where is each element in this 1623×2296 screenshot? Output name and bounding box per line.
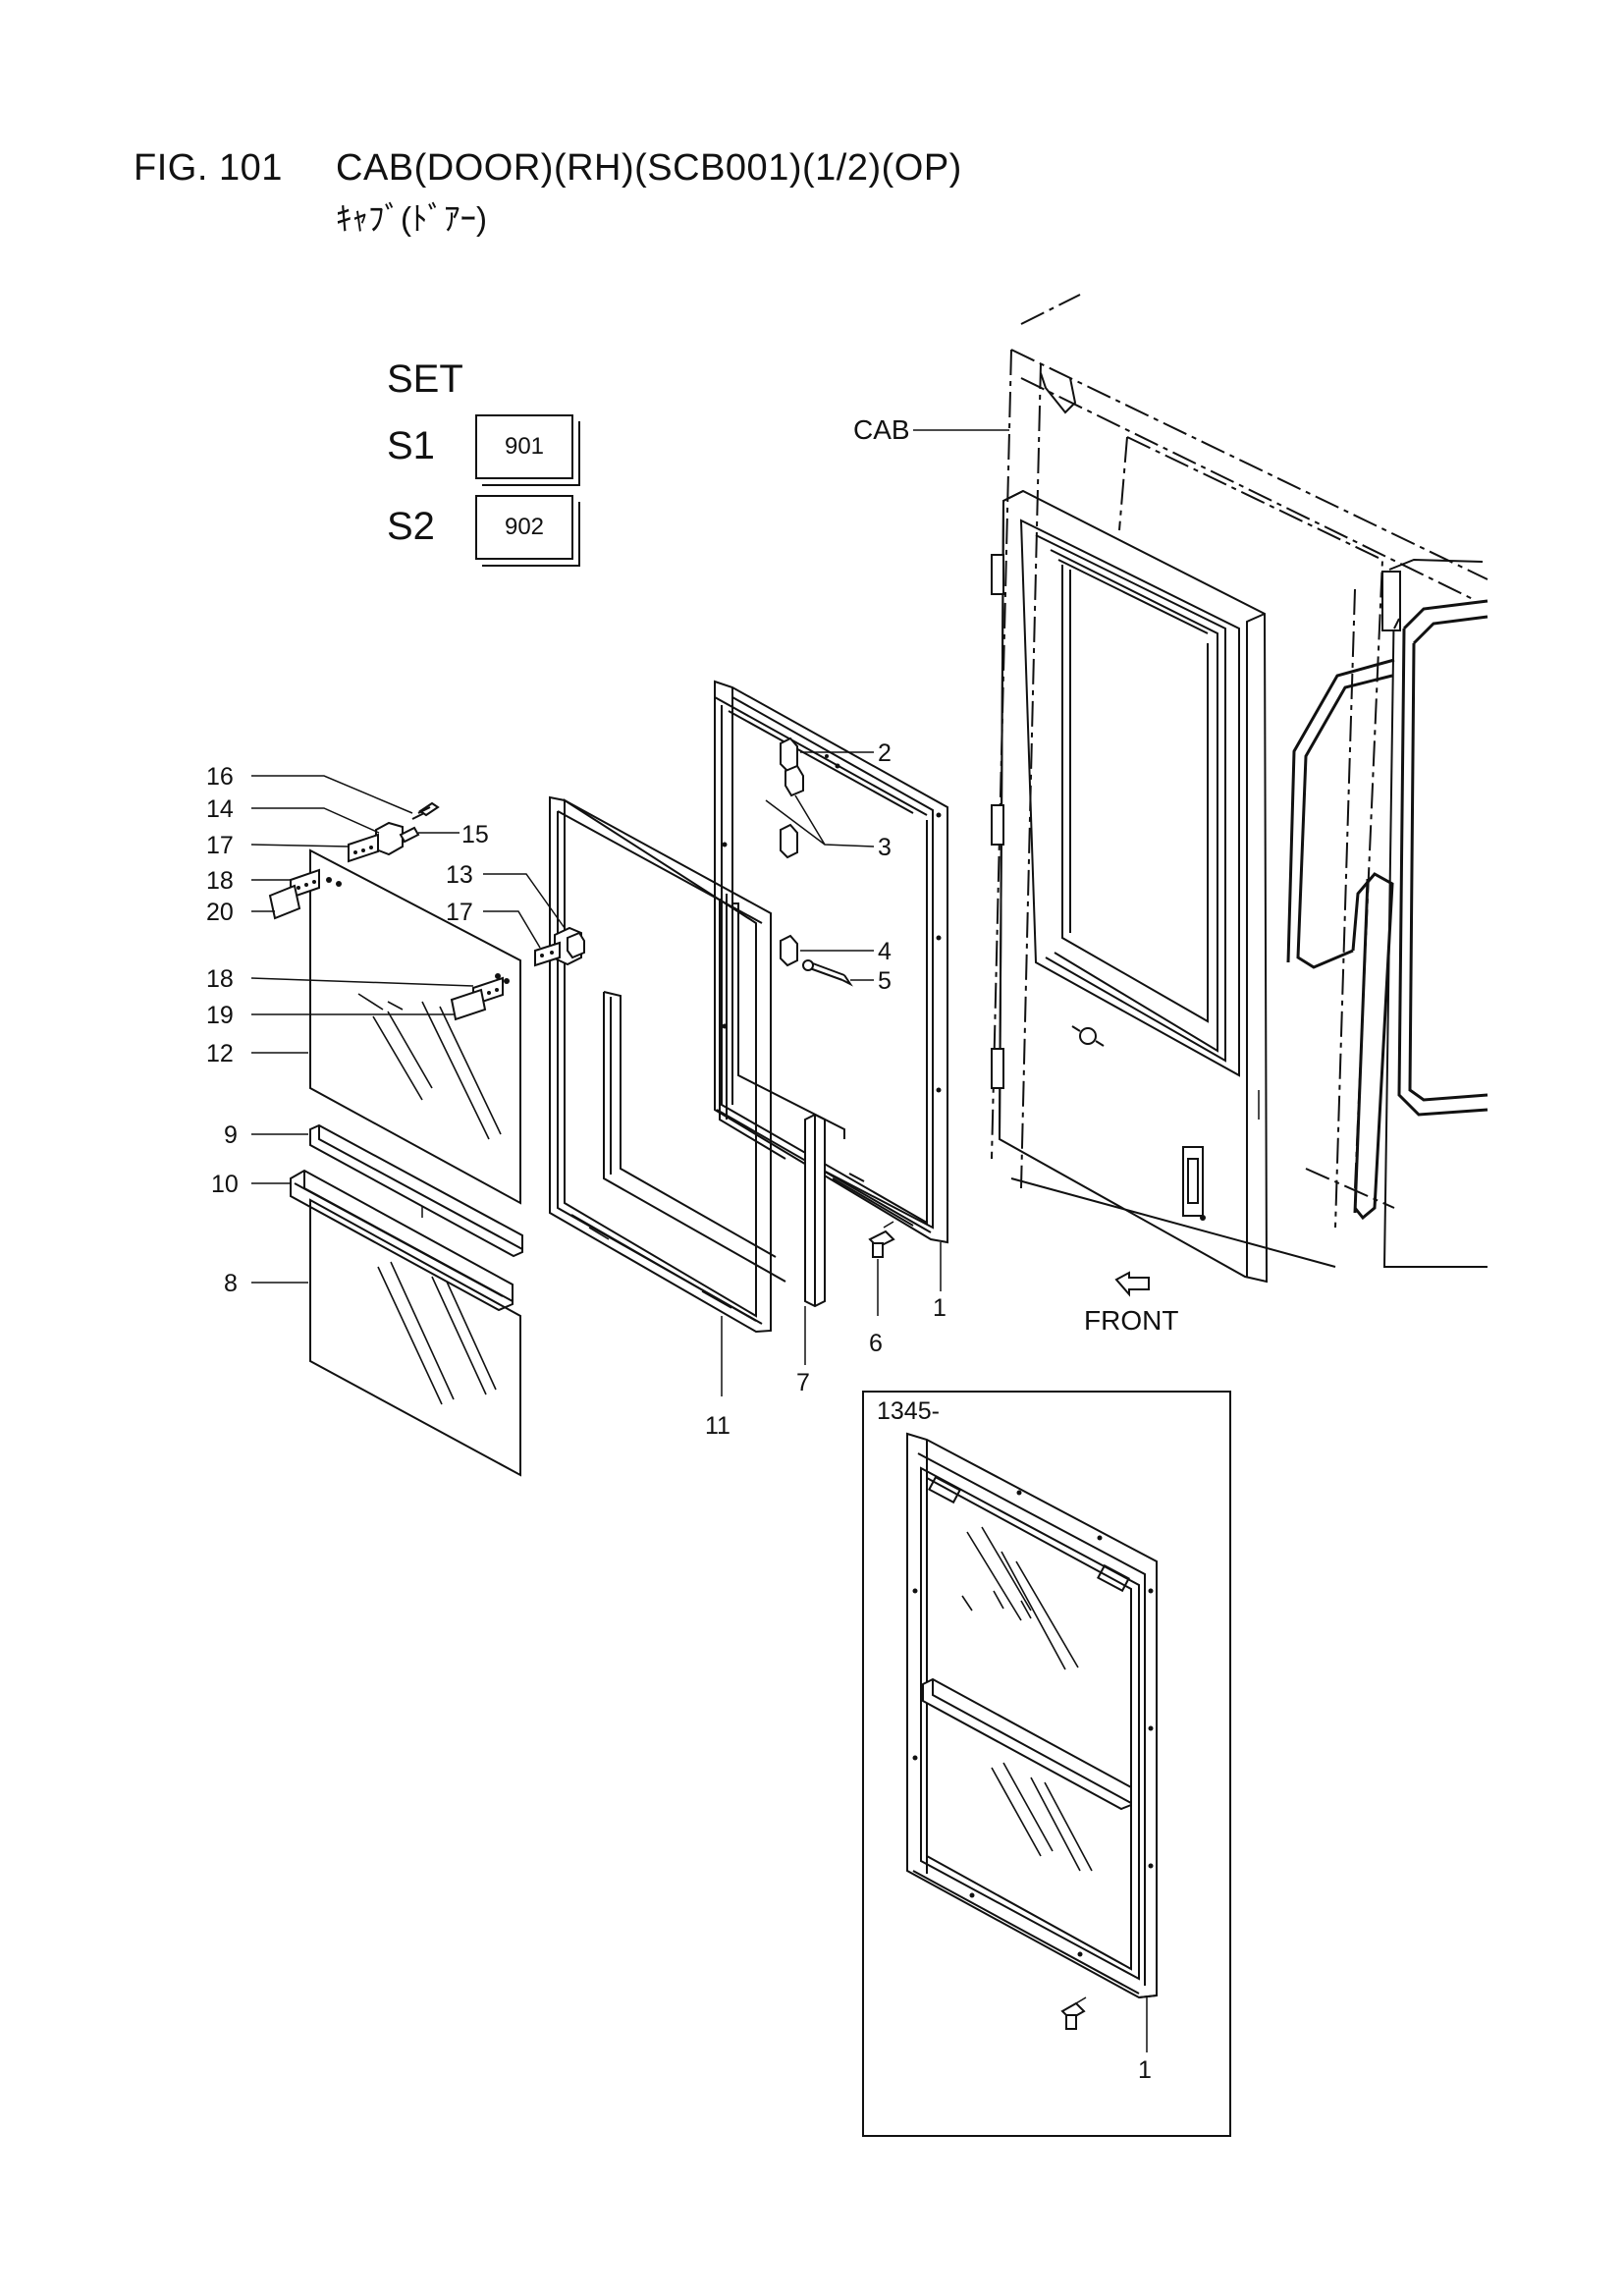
inset-serial-label: 1345- [877,1397,940,1425]
cab-body [991,294,1488,1268]
part-9-rail: 9 [224,1121,523,1258]
label-part-1: 1 [933,1294,947,1322]
part-1-callout: 1 [933,1242,947,1322]
part-19-seal: 19 [206,988,487,1029]
part-7-channel: 7 [796,1113,826,1396]
part-8-lower-glass: 8 [224,1198,521,1477]
label-part-18a: 18 [206,867,234,895]
cab-callout: CAB [853,414,1009,445]
label-part-12: 12 [206,1040,234,1067]
part-6-screw: 6 [868,1221,895,1357]
set-heading: SET [387,357,463,401]
part-1-window-frame [714,680,948,1244]
label-part-2: 2 [878,739,892,767]
label-part-4: 4 [878,938,892,965]
part-17a-plate: 17 [206,832,379,863]
label-part-14: 14 [206,795,234,823]
part-16-bolt: 16 [206,763,440,820]
label-part-5: 5 [878,967,892,995]
figure-name: CAB(DOOR)(RH)(SCB001)(1/2)(OP) [336,147,962,189]
label-part-17a: 17 [206,832,234,859]
part-3-latch: 3 [765,794,892,861]
inset-label-part-1: 1 [1138,2056,1152,2084]
set-row-s2-label: S2 [387,505,435,548]
label-part-20: 20 [206,899,234,926]
label-part-6: 6 [869,1330,883,1357]
front-direction-indicator: FRONT [1084,1271,1178,1336]
label-part-8: 8 [224,1270,238,1297]
label-cab: CAB [853,414,910,445]
label-part-19: 19 [206,1002,234,1029]
label-part-10: 10 [211,1171,239,1198]
part-4-striker: 4 [780,934,892,967]
set-row-s2-code[interactable]: 902 [475,495,573,560]
set-row-s1-label: S1 [387,424,435,467]
label-front: FRONT [1084,1305,1178,1336]
figure-title: FIG. 101 CAB(DOOR)(RH)(SCB001)(1/2)(OP) [134,147,962,190]
label-part-13: 13 [446,861,473,889]
label-part-15: 15 [461,821,489,848]
label-part-17b: 17 [446,899,473,926]
label-part-9: 9 [224,1121,238,1149]
door-panel [991,489,1269,1284]
part-18a-plate: 18 [206,867,320,900]
figure-number: FIG. 101 [134,147,283,189]
part-14-hinge: 14 [206,795,404,856]
part-5-pin: 5 [802,959,892,995]
part-10-rail: 10 [211,1169,514,1312]
part-17b-plate: 17 [446,899,561,967]
inset-box-serial-1345: 1345- 1 [862,1391,1231,2137]
part-20-seal: 20 [206,884,301,926]
label-part-16: 16 [206,763,234,791]
part-11-weatherstrip: 11 [549,795,786,1440]
label-part-11: 11 [705,1412,730,1440]
set-row-s1-code[interactable]: 901 [475,414,573,479]
label-part-18b: 18 [206,965,234,993]
figure-subtitle: ｷｬﾌﾞ(ﾄﾞｱｰ) [336,200,487,237]
label-part-3: 3 [878,834,892,861]
label-part-7: 7 [796,1369,810,1396]
part-15-screw: 15 [399,821,489,848]
part-2-latch: 2 [780,737,892,797]
part-12-upper-glass: 12 [206,848,521,1205]
part-13-bracket: 13 [446,861,585,966]
